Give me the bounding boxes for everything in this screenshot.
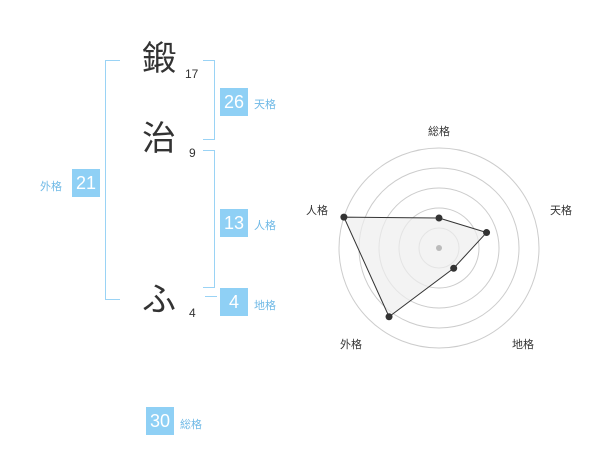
radar-axis-label-soukaku: 総格 bbox=[428, 125, 450, 138]
tenkaku-bracket bbox=[203, 60, 215, 140]
jinkaku-value: 13 bbox=[220, 209, 248, 237]
gaikaku-label: 外格 bbox=[40, 180, 62, 193]
stroke-count-1: 17 bbox=[185, 67, 199, 81]
radar-center-dot bbox=[436, 245, 442, 251]
radar-axis-label-jinkaku: 人格 bbox=[306, 204, 328, 217]
radar-point-2 bbox=[450, 264, 458, 272]
chikaku-bracket bbox=[205, 296, 217, 297]
name-char-2: 治 bbox=[142, 119, 176, 159]
tenkaku-label: 天格 bbox=[254, 98, 276, 111]
jinkaku-bracket bbox=[203, 150, 215, 288]
chikaku-value: 4 bbox=[220, 288, 248, 316]
chikaku-label: 地格 bbox=[254, 299, 276, 312]
name-char-1: 鍛 bbox=[142, 39, 176, 79]
radar-point-4 bbox=[340, 213, 348, 221]
gaikaku-value: 21 bbox=[72, 169, 100, 197]
gaikaku-bracket bbox=[105, 60, 120, 300]
radar-axis-label-gaikaku: 外格 bbox=[340, 338, 362, 351]
name-char-3: ふ bbox=[142, 280, 176, 320]
radar-point-0 bbox=[435, 214, 443, 222]
radar-point-3 bbox=[385, 313, 393, 321]
radar-axis-label-chikaku: 地格 bbox=[512, 338, 534, 351]
jinkaku-label: 人格 bbox=[254, 219, 276, 232]
soukaku-value: 30 bbox=[146, 407, 174, 435]
radar-axis-label-tenkaku: 天格 bbox=[550, 204, 572, 217]
stroke-count-3: 4 bbox=[189, 306, 196, 320]
radar-area bbox=[343, 216, 488, 318]
soukaku-label: 総格 bbox=[180, 418, 202, 431]
tenkaku-value: 26 bbox=[220, 88, 248, 116]
radar-grid-ring bbox=[338, 147, 540, 349]
stroke-count-2: 9 bbox=[189, 146, 196, 160]
radar-point-1 bbox=[483, 229, 491, 237]
